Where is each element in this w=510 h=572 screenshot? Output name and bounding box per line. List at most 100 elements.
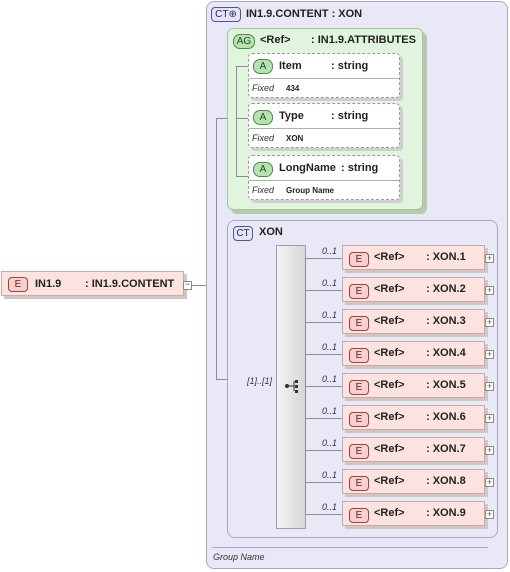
footer-divider [212,547,488,548]
bracket-line [216,118,217,380]
inner-type-badge: CT [233,226,253,241]
child-ref: <Ref> [374,475,405,487]
child-cardinality: 0..1 [322,374,338,384]
child-connector [306,482,342,483]
attribute-box[interactable]: A Item : string Fixed 434 [248,53,400,98]
attribute-badge: A [253,110,273,125]
child-element[interactable]: E <Ref> : XON.3 [342,309,485,334]
element-badge: E [349,380,369,395]
root-element-name: IN1.9 [35,278,62,290]
expand-button[interactable]: + [485,413,494,423]
attribute-group-badge: AG [233,34,255,49]
element-badge: E [349,316,369,331]
child-cardinality: 0..1 [322,502,338,512]
attribute-divider [249,78,399,79]
child-cardinality: 0..1 [322,342,338,352]
child-cardinality: 0..1 [322,406,338,416]
attr-connector [236,176,248,177]
attr-connector [236,66,248,67]
complex-type-badge-label: CT [215,9,229,20]
element-badge: E [349,444,369,459]
child-ref: <Ref> [374,379,405,391]
attribute-name: Item [279,60,302,72]
child-connector [306,386,342,387]
element-badge: E [8,277,28,292]
child-element[interactable]: E <Ref> : XON.4 [342,341,485,366]
child-cardinality: 0..1 [322,278,338,288]
root-element[interactable]: E IN1.9 : IN1.9.CONTENT [1,271,184,296]
expand-button[interactable]: + [485,509,494,519]
child-element[interactable]: E<Ref>: XON.8 [342,469,485,494]
complex-type-footer: Group Name [213,552,265,562]
fixed-label: Fixed [252,185,275,195]
child-connector [306,450,342,451]
attribute-box[interactable]: A Type : string Fixed XON [248,103,400,148]
attribute-name: Type [279,110,304,122]
attribute-divider [249,180,399,181]
root-element-type: : IN1.9.CONTENT [85,278,175,290]
bracket-line [216,118,227,119]
child-type: : XON.4 [426,347,466,359]
inner-type-name: XON [259,226,283,238]
element-badge: E [349,252,369,267]
element-badge: E [349,508,369,523]
child-type: : XON.3 [426,315,466,327]
element-badge: E [349,284,369,299]
expand-icon: ⊕ [228,9,237,20]
child-type: : XON.7 [426,443,466,455]
element-badge: E [349,348,369,363]
complex-type-badge: CT⊕ [211,7,241,22]
attribute-type: : string [331,110,369,122]
attribute-name: LongName [279,162,336,174]
sequence-cardinality: [1]..[1] [247,376,273,386]
complex-type-title: IN1.9.CONTENT : XON [246,8,363,20]
attribute-type: : string [331,60,369,72]
child-element[interactable]: E <Ref> : XON.7 [342,437,485,462]
expand-button[interactable]: + [485,349,494,359]
child-element[interactable]: E <Ref> : XON.2 [342,277,485,302]
child-connector [306,514,342,515]
attribute-box[interactable]: A LongName : string Fixed Group Name [248,155,400,200]
expand-button[interactable]: + [485,285,494,295]
child-element[interactable]: E <Ref> : XON.9 [342,501,485,526]
child-type: : XON.9 [426,507,466,519]
child-type: : XON.6 [426,411,466,423]
attr-connector [236,118,248,119]
sequence-icon [285,380,298,393]
attribute-divider [249,128,399,129]
child-connector [306,354,342,355]
child-ref: <Ref> [374,411,405,423]
child-connector [306,418,342,419]
child-ref: <Ref> [374,507,405,519]
child-type: : XON.1 [426,251,466,263]
child-ref: <Ref> [374,315,405,327]
attribute-type: : string [341,162,379,174]
child-ref: <Ref> [374,443,405,455]
expand-button[interactable]: + [485,477,494,487]
expand-button[interactable]: + [485,317,494,327]
expand-button[interactable]: + [485,381,494,391]
expand-button[interactable]: + [485,253,494,263]
attr-connector [236,66,237,176]
element-badge: E [349,476,369,491]
child-ref: <Ref> [374,347,405,359]
fixed-label: Fixed [252,133,275,143]
child-connector [306,290,342,291]
child-type: : XON.2 [426,283,466,295]
expand-button[interactable]: + [485,445,494,455]
child-cardinality: 0..1 [322,310,338,320]
child-cardinality: 0..1 [322,470,338,480]
collapse-button[interactable]: − [183,279,192,290]
fixed-value: 434 [286,84,300,93]
sequence-spine [305,258,306,514]
child-element[interactable]: E<Ref>: XON.5 [342,373,485,398]
element-badge: E [349,412,369,427]
child-ref: <Ref> [374,283,405,295]
child-element[interactable]: E <Ref> : XON.1 [342,245,485,270]
child-ref: <Ref> [374,251,405,263]
attribute-group-type: : IN1.9.ATTRIBUTES [311,34,416,46]
fixed-value: Group Name [286,186,335,195]
child-element[interactable]: E <Ref> : XON.6 [342,405,485,430]
connector-line [192,285,206,286]
attribute-badge: A [253,162,273,177]
